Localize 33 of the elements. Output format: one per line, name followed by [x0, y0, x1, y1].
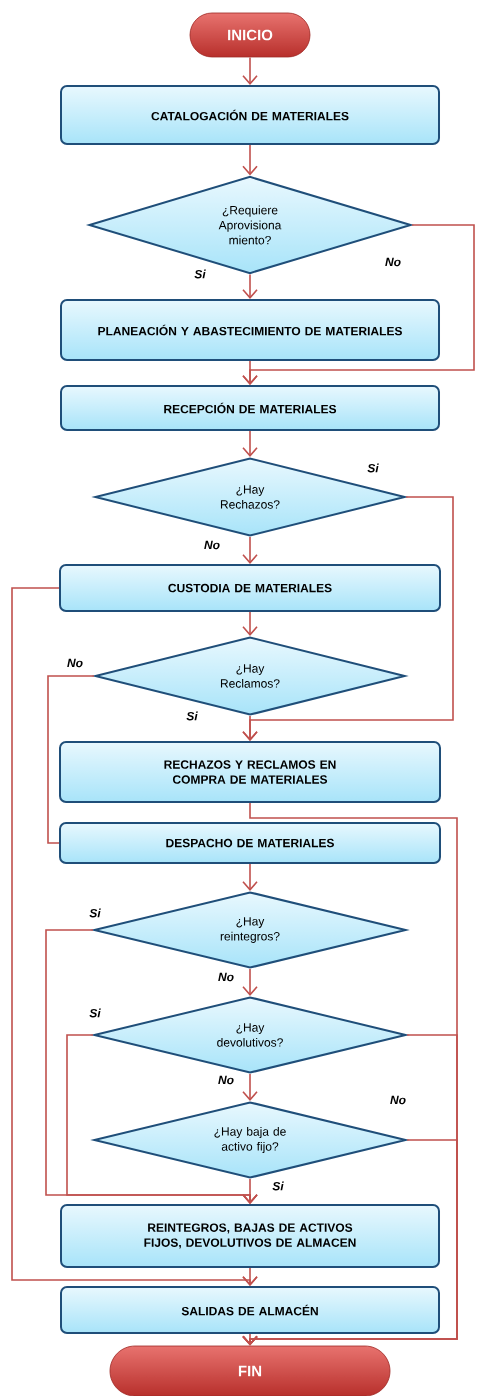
arrow: [242, 430, 258, 457]
arrow: [242, 273, 258, 299]
arrow: [242, 536, 258, 564]
process-box: REINTEGROS, BAJAS DE ACTIVOS FIJOS, DEVOLUTIVOS DE ALMACEN: [60, 1204, 440, 1268]
process-box: CATALOGACIÓN DE MATERIALES: [60, 85, 440, 145]
arrow: [242, 56, 258, 85]
edge-label: Si: [272, 1181, 284, 1191]
arrow: [242, 863, 258, 891]
arrow: [242, 611, 258, 636]
edge-label: No: [67, 658, 83, 668]
arrow: [242, 1073, 258, 1101]
process-box: PLANEACIÓN Y ABASTECIMIENTO DE MATERIALES: [60, 299, 440, 361]
terminal-oval: FIN: [109, 1345, 391, 1396]
process-box: RECHAZOS Y RECLAMOS EN COMPRA DE MATERIALES: [59, 741, 441, 803]
edge-label: Si: [89, 908, 101, 918]
arrow: [242, 144, 258, 176]
arrow: [242, 1267, 258, 1286]
connector-line: [47, 675, 95, 844]
edge-label: No: [218, 1075, 234, 1085]
edge-label: No: [204, 540, 220, 550]
edge-label: No: [385, 257, 401, 267]
process-box: SALIDAS DE ALMACÉN: [60, 1286, 440, 1334]
edge-label: No: [218, 972, 234, 982]
arrow: [242, 715, 258, 741]
process-box: CUSTODIA DE MATERIALES: [59, 564, 441, 612]
terminal-oval: INICIO: [189, 12, 311, 58]
arrow: [242, 1178, 258, 1204]
edge-label: Si: [89, 1008, 101, 1018]
process-box: DESPACHO DE MATERIALES: [59, 822, 441, 864]
process-box: RECEPCIÓN DE MATERIALES: [60, 385, 440, 431]
arrow: [242, 968, 258, 996]
arrow: [242, 360, 258, 385]
edge-label: Si: [367, 463, 379, 473]
